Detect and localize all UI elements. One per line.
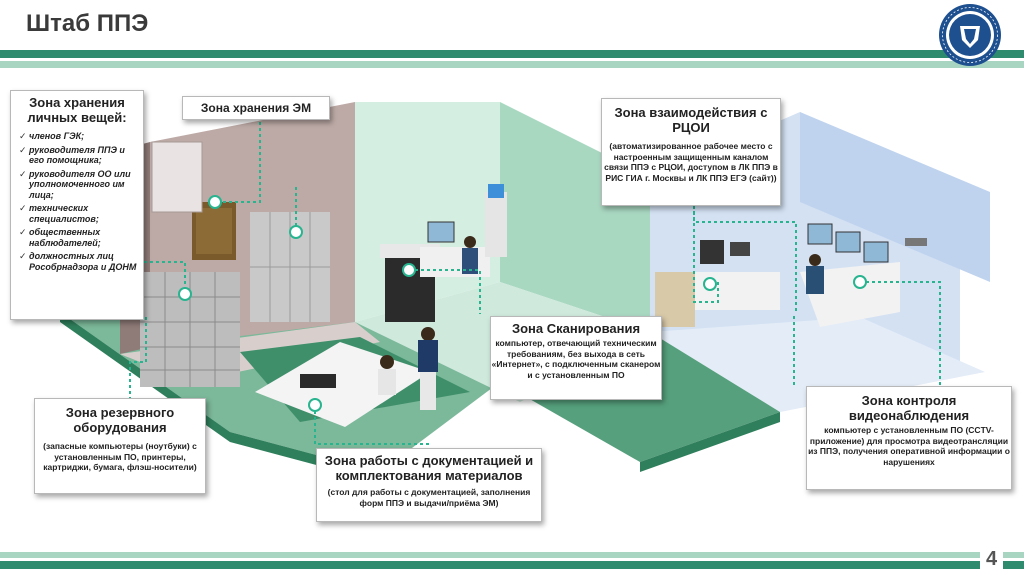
marker-reserve [178, 287, 192, 301]
marker-docs [308, 398, 322, 412]
list-item: должностных лиц Рособрнадзора и ДОНМ [19, 251, 139, 272]
page-title: Штаб ППЭ [26, 10, 149, 37]
shield-icon [960, 26, 980, 48]
zone-reserve-desc: (запасные компьютеры (ноутбуки) с устано… [43, 441, 197, 472]
zone-scan-box: Зона Сканирования компьютер, отвечающий … [490, 316, 662, 400]
zone-scan-title: Зона Сканирования [511, 321, 641, 336]
zone-em-box: Зона хранения ЭМ [182, 96, 330, 120]
marker-em [208, 195, 222, 209]
zone-rcoi-desc: (автоматизированное рабочее место с наст… [604, 141, 778, 183]
list-item: руководителя ППЭ и его помощника; [19, 145, 139, 166]
wall-blue-right [800, 112, 990, 282]
video-desk [800, 262, 900, 327]
zone-docs-title: Зона работы с документацией и комплектов… [324, 453, 534, 483]
marker-video [853, 275, 867, 289]
water-cooler [485, 192, 507, 257]
zone-personal-title: Зона хранения личных вещей: [27, 95, 127, 125]
edge-blue [640, 412, 780, 472]
zone-reserve-box: Зона резервного оборудования (запасные к… [34, 398, 206, 494]
window [151, 141, 203, 213]
video-monitor-2 [835, 231, 861, 253]
scan-desk [420, 247, 490, 277]
footer-band [0, 548, 1024, 574]
zone-docs-box: Зона работы с документацией и комплектов… [316, 448, 542, 522]
zone-reserve-title: Зона резервного оборудования [65, 405, 175, 435]
zone-rcoi-title: Зона взаимодействия с РЦОИ [614, 105, 768, 135]
marker-rcoi [703, 277, 717, 291]
video-monitor-3 [863, 241, 889, 263]
cctv-camera [905, 238, 927, 246]
video-monitor-1 [807, 223, 833, 245]
zone-rcoi-box: Зона взаимодействия с РЦОИ (автоматизиро… [601, 98, 781, 206]
zone-scan-desc: компьютер, отвечающий техническим требов… [491, 338, 661, 380]
scan-monitor [427, 221, 455, 243]
logo [930, 2, 1010, 68]
rcoi-monitor [700, 240, 724, 264]
marker-lockers [289, 225, 303, 239]
page-number: 4 [980, 548, 1004, 571]
zone-video-box: Зона контроля видеонаблюдения компьютер … [806, 386, 1012, 490]
marker-scan [402, 263, 416, 277]
zone-em-title: Зона хранения ЭМ [200, 101, 312, 115]
list-item: руководителя ОО или уполномоченного им л… [19, 169, 139, 201]
list-item: членов ГЭК; [19, 131, 139, 142]
zone-personal-box: Зона хранения личных вещей: членов ГЭК; … [10, 90, 144, 320]
list-item: технических специалистов; [19, 203, 139, 224]
zone-video-title: Зона контроля видеонаблюдения [848, 393, 970, 423]
zone-docs-desc: (стол для работы с документацией, заполн… [327, 487, 531, 508]
zone-video-desc: компьютер с установленным ПО (CCTV-прило… [808, 425, 1010, 467]
list-item: общественных наблюдателей; [19, 227, 139, 248]
header-band [0, 48, 1024, 70]
